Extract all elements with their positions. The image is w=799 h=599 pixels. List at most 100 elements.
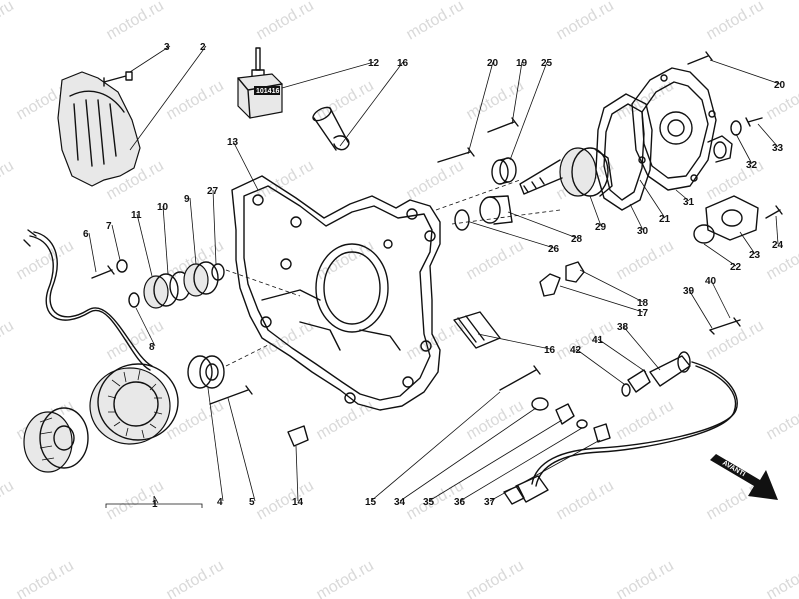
callout-label: 15: [365, 497, 377, 508]
leader-line: [135, 307, 156, 347]
callout-label: 30: [637, 226, 649, 237]
watermark-text: motod.ru: [614, 77, 677, 123]
callout-label: 16: [397, 58, 409, 69]
callout-label: 36: [454, 497, 466, 508]
leader-line: [88, 232, 97, 273]
leader-line: [559, 285, 644, 313]
callout-label: 26: [548, 244, 560, 255]
leader-line: [399, 407, 537, 502]
leader-line: [212, 189, 217, 265]
watermark-text: motod.ru: [0, 477, 17, 523]
item-1-bracket: [105, 496, 203, 508]
crankcase-cover-icon: [231, 175, 441, 411]
callout-label: 28: [571, 234, 583, 245]
watermark-text: motod.ru: [554, 317, 617, 363]
sprocket-cover-icon: [57, 71, 141, 187]
seal-26-28-icon: [454, 195, 513, 231]
callout-label: 17: [637, 308, 649, 319]
watermark-text: motod.ru: [764, 557, 799, 599]
fitting-16-right-icon: [453, 311, 501, 349]
watermark-text: motod.ru: [614, 557, 677, 599]
bearing-25-icon: [491, 157, 517, 185]
washers-34-37-icon: [531, 397, 611, 443]
leader-line: [153, 495, 159, 504]
leader-line: [735, 133, 753, 165]
callout-label: 2: [200, 42, 206, 53]
leader-line: [511, 61, 523, 125]
callout-label: 35: [423, 497, 435, 508]
leader-line: [232, 140, 259, 191]
watermark-text: motod.ru: [464, 557, 527, 599]
bearing-stack-icon: [91, 259, 225, 309]
fitting-top-icon: [312, 106, 350, 151]
callout-label: 38: [617, 322, 629, 333]
gasket-23-icon: [705, 195, 759, 241]
pump-gasket-icon: [595, 93, 653, 211]
callout-label: 14: [292, 497, 304, 508]
callout-label: 10: [157, 202, 169, 213]
callout-label: 1: [152, 499, 158, 510]
leader-lines: [88, 45, 781, 504]
oring-22-icon: [693, 224, 715, 244]
watermark-text: motod.ru: [314, 77, 377, 123]
leader-line: [575, 348, 625, 385]
leader-line: [579, 269, 644, 303]
callout-label: 20: [487, 58, 499, 69]
leader-line: [622, 325, 661, 371]
leader-line: [477, 333, 551, 350]
callout-label: 42: [570, 345, 582, 356]
callout-label: 4: [217, 497, 223, 508]
watermark-text: motod.ru: [614, 397, 677, 443]
watermark-text: motod.ru: [254, 0, 317, 43]
leader-line: [370, 391, 501, 502]
leader-line: [710, 279, 731, 319]
watermark-text: motod.ru: [254, 477, 317, 523]
callout-label: 31: [683, 197, 695, 208]
callout-label: 27: [207, 186, 219, 197]
impeller-shaft-icon: [519, 147, 613, 197]
leader-line: [675, 189, 690, 202]
leader-line: [111, 224, 121, 261]
watermark-text: motod.ru: [314, 397, 377, 443]
watermark-text: motod.ru: [314, 557, 377, 599]
callout-label: 16: [544, 345, 556, 356]
watermark-text: motod.ru: [104, 0, 167, 43]
callout-label: 12: [368, 58, 380, 69]
callout-label: 40: [705, 276, 717, 287]
leader-line: [129, 45, 171, 73]
watermark-text: motod.ru: [704, 317, 767, 363]
watermark-text: motod.ru: [14, 557, 77, 599]
callout-label: 6: [83, 229, 89, 240]
generator-stator-icon: [89, 363, 179, 445]
callout-label: 32: [746, 160, 758, 171]
dowel-pin-icon: [287, 425, 309, 447]
sensor-icon: [621, 317, 741, 397]
callout-label: 29: [595, 222, 607, 233]
switch-label: 101416: [256, 88, 279, 95]
callout-label: 8: [149, 342, 155, 353]
ring-32-icon: [730, 120, 742, 136]
callout-label: 21: [659, 214, 671, 225]
callout-label: 11: [131, 210, 142, 221]
screw-20-right-icon: [687, 51, 713, 65]
callout-label: 19: [516, 58, 528, 69]
leader-line: [469, 221, 555, 249]
watermark-text: motod.ru: [464, 237, 527, 283]
watermark-text: motod.ru: [764, 397, 799, 443]
watermark-text: motod.ru: [0, 317, 17, 363]
callout-label: 41: [592, 335, 604, 346]
bearing-4-icon: [187, 355, 225, 389]
leader-line: [709, 59, 781, 85]
watermark-text: motod.ru: [0, 0, 17, 43]
switch-icon: 101416: [237, 47, 283, 119]
leader-line: [509, 61, 548, 161]
callout-label: 22: [730, 262, 742, 273]
watermark-text: motod.ru: [104, 317, 167, 363]
leader-line: [136, 213, 153, 277]
leader-line: [281, 61, 375, 89]
screws-19-20-icon: [437, 117, 519, 163]
callout-label: 3: [164, 42, 170, 53]
